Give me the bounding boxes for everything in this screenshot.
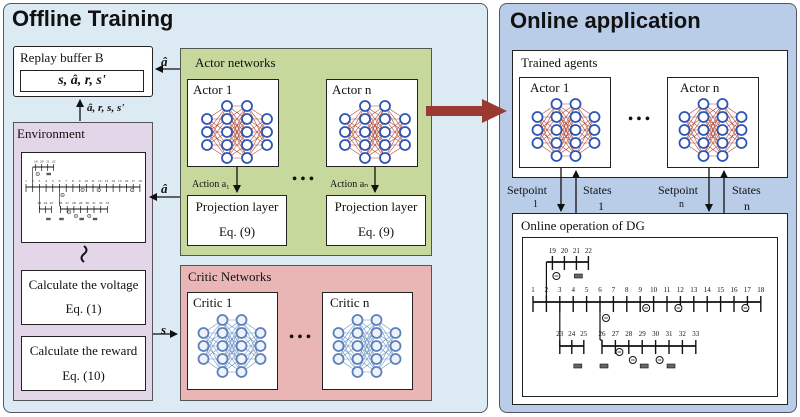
trained-actor-1-label: Actor 1 [530,80,570,95]
a-hat-to-env-label: â [161,181,168,196]
environment-title: Environment [17,126,85,141]
calculate-reward-box [21,336,146,391]
critic-n-label: Critic n [330,295,370,310]
projection-layer-1-label: Projection layer [195,199,279,214]
action-n-label: Action aₙ [330,179,369,190]
trained-agents-title: Trained agents [521,55,598,70]
trained-actor-ellipsis: • • • [628,112,650,127]
projection-layer-1-box [187,195,287,246]
replay-buffer-contents: s, â, r, s' [20,70,144,92]
states-1-label: States [583,183,612,197]
action-1-label: Action a₁ [192,179,230,190]
actor-n-label: Actor n [332,82,372,97]
critic-1-label: Critic 1 [193,295,233,310]
setpoint-n-index: n [679,199,684,210]
setpoint-n-label: Setpoint [658,183,699,197]
projection-layer-1-eq: Eq. (9) [218,224,256,239]
calculate-reward-label: Calculate the reward [29,343,138,358]
setpoint-1-label: Setpoint [507,183,548,197]
replay-buffer-title: Replay buffer B [20,50,104,65]
s-to-critic-label: s [161,322,167,337]
trained-actor-n-label: Actor n [680,80,720,95]
online-application-title: Online application [510,8,701,33]
transition-label: â, r, s, s' [87,102,125,114]
projection-layer-n-box [326,195,426,246]
projection-layer-n-label: Projection layer [334,199,418,214]
calculate-reward-eq: Eq. (10) [62,368,105,383]
actor-networks-title: Actor networks [195,55,276,70]
critic-ellipsis: • • • [289,330,311,345]
dg-operation-title: Online operation of DG [521,218,645,233]
calculate-voltage-label: Calculate the voltage [28,277,139,292]
states-1-index: 1 [598,199,604,213]
offline-training-title: Offline Training [12,6,174,31]
calculate-voltage-box [21,270,146,325]
actor-ellipsis: • • • [292,172,314,187]
environment-network-box [21,152,146,243]
states-n-label: States [732,183,761,197]
calculate-voltage-eq: Eq. (1) [65,301,102,316]
states-n-index: n [744,199,750,213]
a-hat-to-buffer-label: â [161,54,168,69]
critic-networks-title: Critic Networks [188,269,272,284]
setpoint-1-index: 1 [533,199,538,210]
dg-network-box [522,237,778,397]
projection-layer-n-eq: Eq. (9) [357,224,395,239]
actor-1-label: Actor 1 [193,82,233,97]
